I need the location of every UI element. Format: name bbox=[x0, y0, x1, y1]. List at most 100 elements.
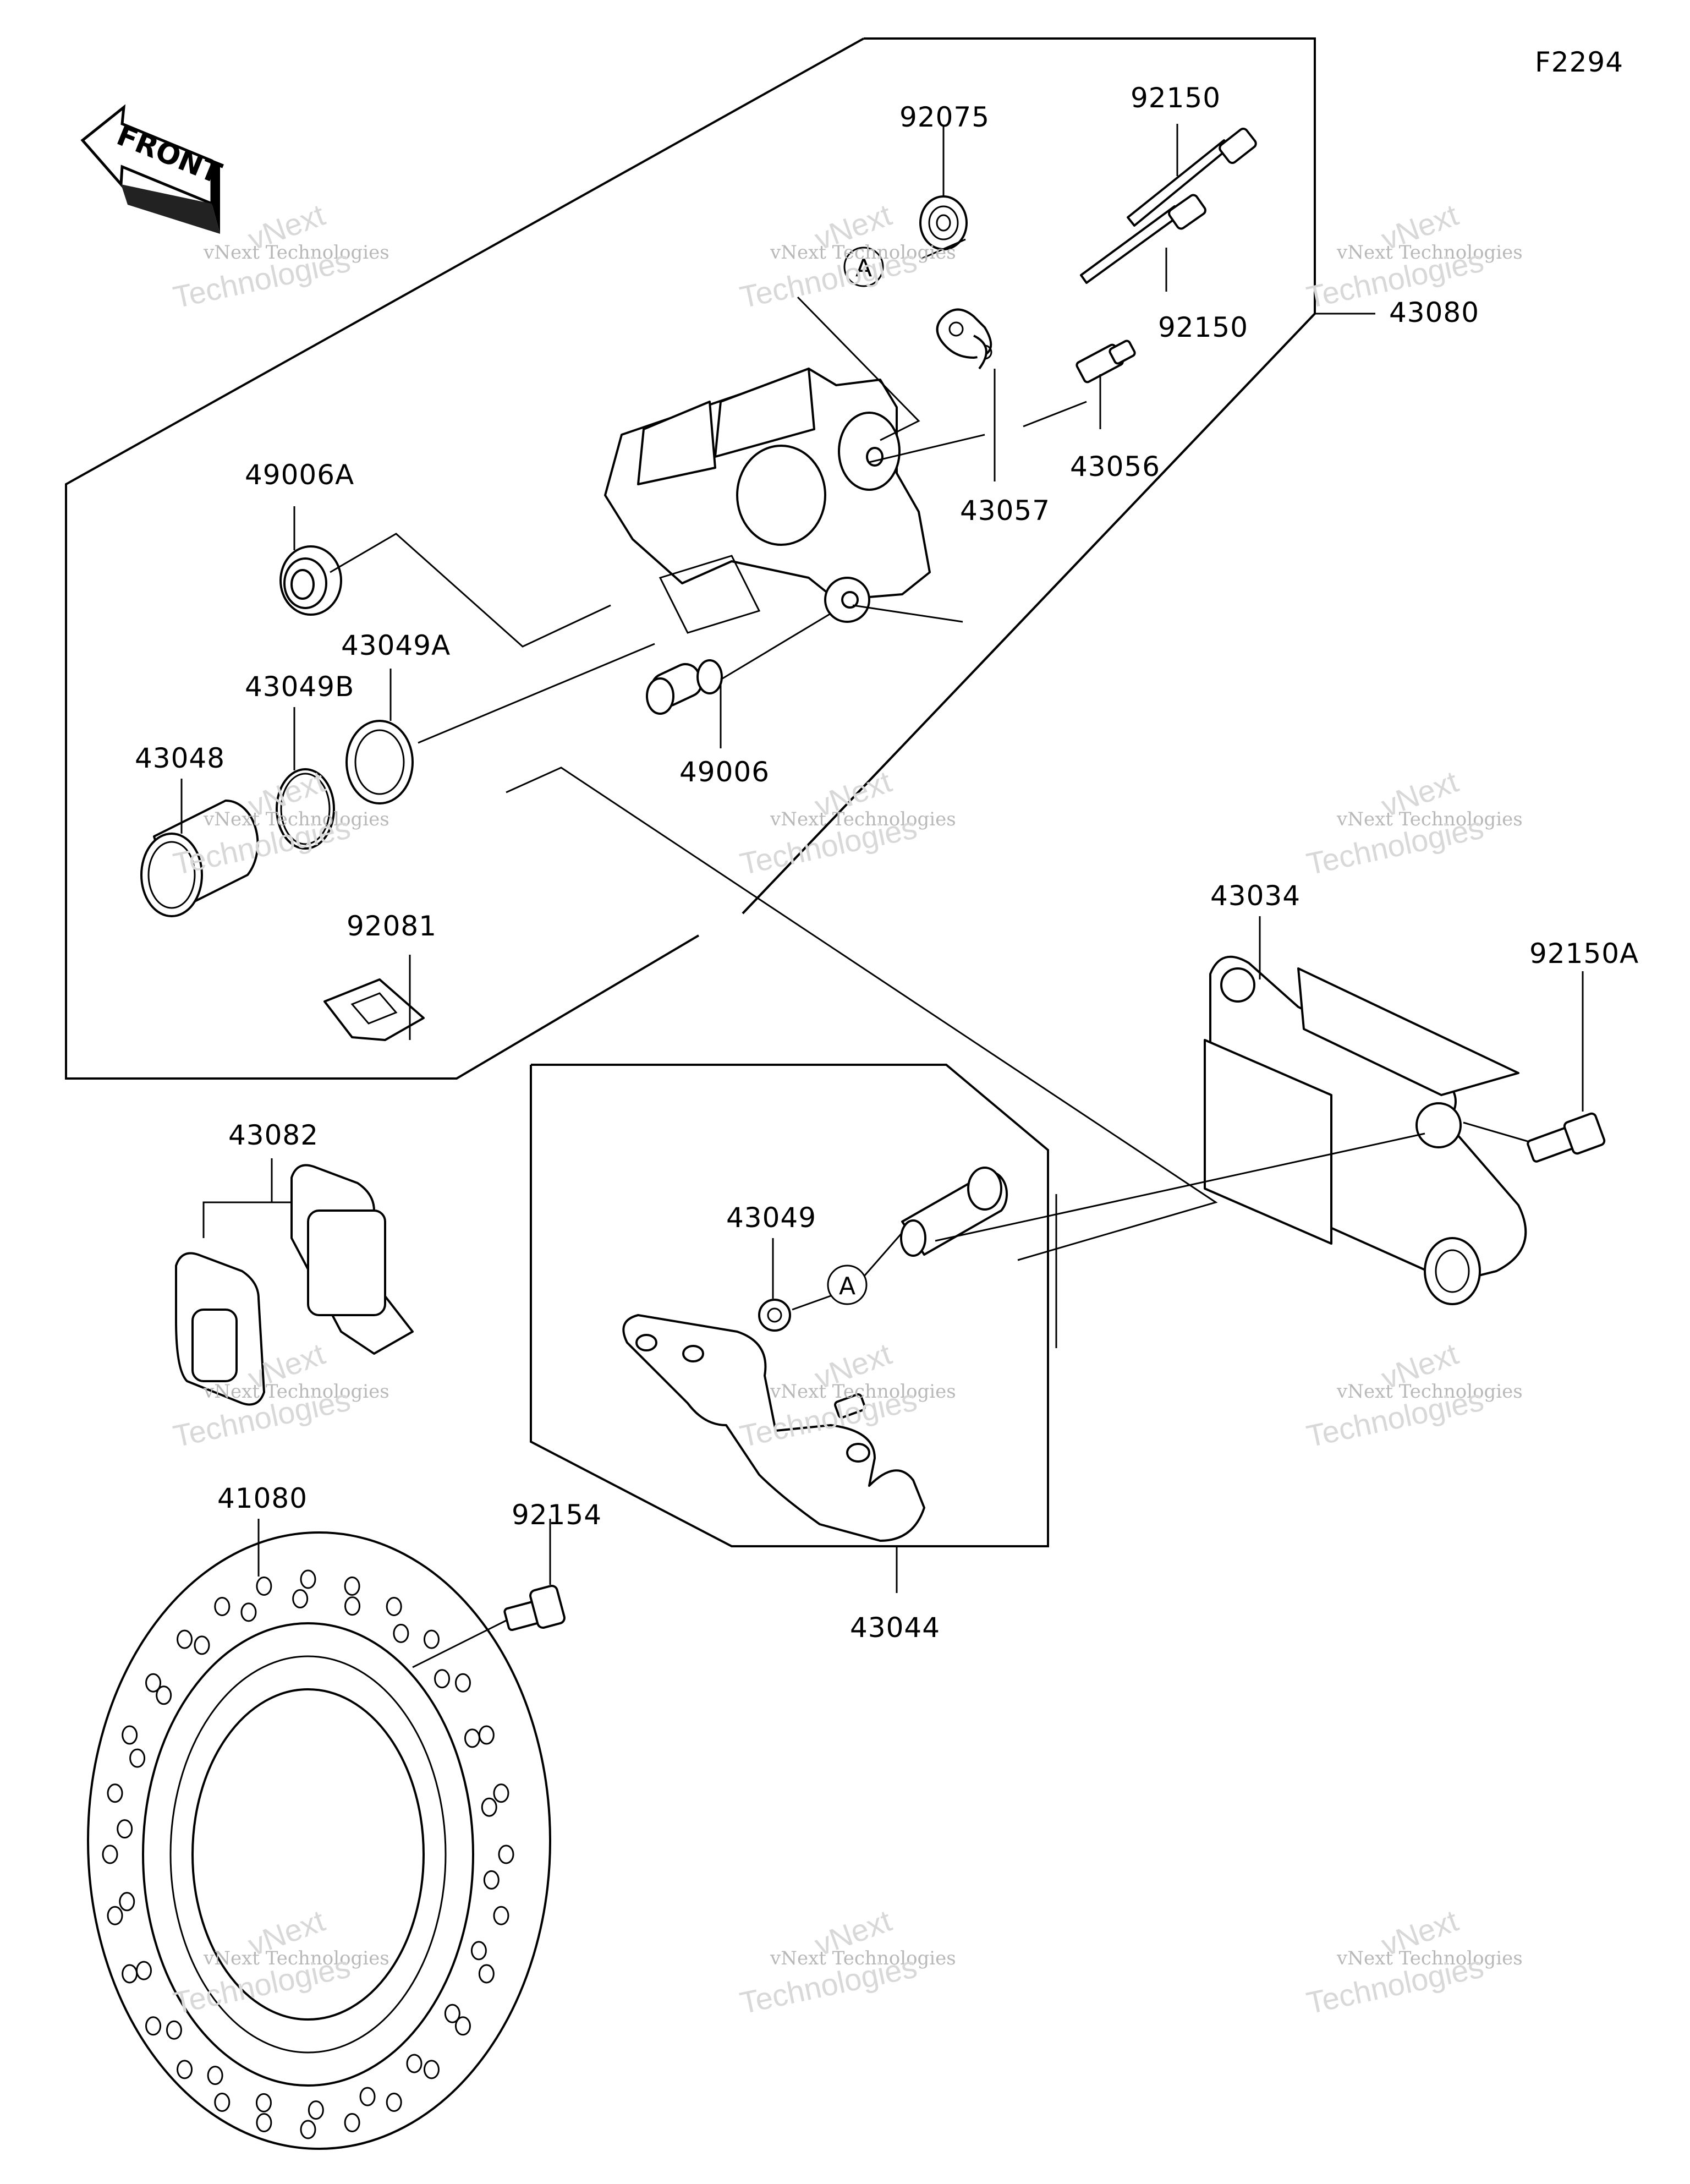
disc-hole bbox=[423, 2060, 440, 2079]
label-92150-top: 92150 bbox=[1131, 82, 1221, 114]
disc-hole bbox=[300, 2120, 316, 2139]
disc-hole bbox=[122, 1725, 138, 1745]
spring-92081 bbox=[323, 978, 425, 1041]
watermark-line2: vNext Technologies bbox=[1336, 242, 1523, 264]
disc-hole bbox=[292, 1589, 309, 1608]
bushing-49006A bbox=[279, 545, 342, 616]
label-43044: 43044 bbox=[850, 1612, 940, 1644]
disc-hole bbox=[214, 1597, 231, 1617]
label-41080: 41080 bbox=[217, 1482, 308, 1514]
disc-hole bbox=[386, 1597, 402, 1617]
watermark-line2: vNext Technologies bbox=[770, 1381, 956, 1403]
front-arrow-icon: FRONT bbox=[80, 104, 226, 234]
disc-hole bbox=[434, 1669, 451, 1689]
disc-hole bbox=[493, 1783, 509, 1803]
disc-hole bbox=[423, 1629, 440, 1649]
disc-hole bbox=[156, 1685, 172, 1705]
disc-hole bbox=[478, 1964, 495, 1984]
label-92150-bottom: 92150 bbox=[1158, 311, 1248, 343]
disc-hole bbox=[483, 1870, 500, 1890]
caliper-assembly-frame-left bbox=[65, 37, 864, 1080]
disc-hole bbox=[194, 1635, 210, 1655]
disc-hole bbox=[493, 1906, 509, 1925]
disc-holes bbox=[102, 1569, 514, 2139]
label-92150A: 92150A bbox=[1529, 938, 1639, 970]
disc-hole bbox=[308, 2100, 324, 2120]
watermark-line2: vNext Technologies bbox=[770, 242, 956, 264]
disc-hole bbox=[119, 1892, 135, 1912]
label-92081: 92081 bbox=[347, 910, 437, 942]
label-43034: 43034 bbox=[1210, 880, 1301, 912]
disc-hole bbox=[470, 1941, 487, 1961]
svg-text:A: A bbox=[855, 254, 872, 282]
disc-hole bbox=[359, 2087, 376, 2106]
leader-lines bbox=[180, 124, 1584, 1668]
disc-hole bbox=[107, 1906, 123, 1925]
clip-43057 bbox=[936, 308, 992, 370]
disc-hole bbox=[107, 1783, 123, 1803]
watermark-line2: vNext Technologies bbox=[203, 808, 389, 830]
watermark-line2: vNext Technologies bbox=[1336, 1947, 1523, 1969]
disc-hole bbox=[102, 1844, 118, 1864]
watermark-line2: vNext Technologies bbox=[770, 808, 956, 830]
figure-code: F2294 bbox=[1535, 46, 1623, 78]
label-49006: 49006 bbox=[679, 756, 770, 788]
label-43049: 43049 bbox=[726, 1202, 816, 1234]
disc-hole bbox=[344, 1577, 360, 1596]
label-43080: 43080 bbox=[1389, 297, 1479, 329]
disc-41080 bbox=[87, 1531, 551, 2150]
label-92075: 92075 bbox=[899, 101, 990, 133]
disc-hole bbox=[454, 1673, 471, 1693]
label-49006A: 49006A bbox=[245, 459, 354, 491]
watermark-line2: vNext Technologies bbox=[203, 1381, 389, 1403]
disc-hole bbox=[240, 1602, 257, 1622]
bracket-group-frame bbox=[530, 1064, 1049, 1547]
disc-hole bbox=[136, 1961, 152, 1980]
disc-hole bbox=[177, 2060, 193, 2079]
seal-43049A bbox=[345, 720, 414, 804]
disc-hole bbox=[386, 2092, 402, 2112]
caliper-body bbox=[604, 368, 931, 634]
bracket-43044 bbox=[622, 1314, 925, 1542]
seal-43049B bbox=[276, 768, 335, 850]
disc-hole bbox=[454, 2016, 471, 2036]
holder-43034 bbox=[1204, 955, 1527, 1305]
disc-hole bbox=[256, 1577, 272, 1596]
pin-92150-bottom bbox=[1080, 194, 1206, 284]
disc-hole bbox=[344, 2112, 360, 2132]
pin-92150-top bbox=[1127, 127, 1257, 227]
bleeder-43056 bbox=[1076, 340, 1136, 384]
label-43056: 43056 bbox=[1070, 451, 1160, 483]
label-43048: 43048 bbox=[135, 742, 225, 774]
watermark-line2: vNext Technologies bbox=[1336, 808, 1523, 830]
disc-hole bbox=[117, 1819, 133, 1839]
disc-hole bbox=[177, 1629, 193, 1649]
ref-marker-a-bottom: A bbox=[827, 1265, 868, 1305]
disc-hole bbox=[481, 1797, 497, 1817]
disc-hole bbox=[256, 2112, 272, 2132]
part-labels: 92075 92150 92150 43080 43056 43057 4900… bbox=[135, 82, 1639, 1644]
svg-text:A: A bbox=[839, 1272, 855, 1300]
slide-pin bbox=[900, 1167, 1008, 1257]
watermark-line2: vNext Technologies bbox=[770, 1947, 956, 1969]
watermark-line2: vNext Technologies bbox=[1336, 1381, 1523, 1403]
disc-hole bbox=[207, 2066, 223, 2086]
disc-hole bbox=[145, 2016, 162, 2036]
disc-hole bbox=[255, 2093, 272, 2112]
label-43057: 43057 bbox=[960, 495, 1050, 527]
disc-hole bbox=[444, 2004, 460, 2023]
label-43049A: 43049A bbox=[341, 630, 451, 661]
disc-hole bbox=[300, 1569, 316, 1589]
disc-hole bbox=[129, 1748, 146, 1768]
disc-hole bbox=[166, 2020, 182, 2040]
ref-marker-a-top: A bbox=[843, 247, 884, 287]
bolt-92154 bbox=[503, 1584, 566, 1632]
disc-hole bbox=[406, 2054, 422, 2073]
